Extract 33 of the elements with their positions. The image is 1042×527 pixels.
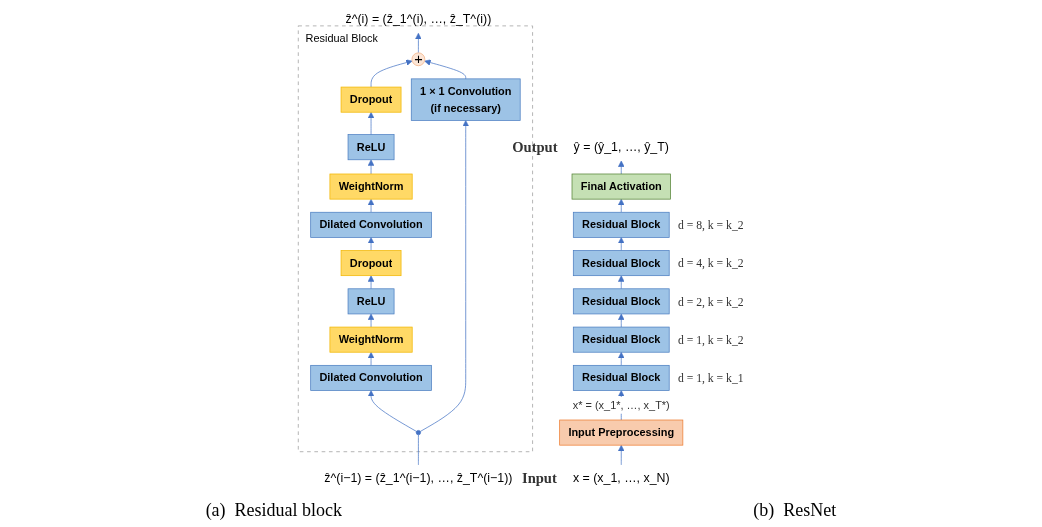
node-circle: + [411, 52, 426, 67]
node-box: Residual Block [572, 250, 670, 277]
node-box: 1 × 1 Convolution (if necessary) [410, 78, 521, 121]
node-box: Input Preprocessing [559, 419, 684, 446]
figure-caption: (a) Residual block [205, 500, 343, 521]
node-text: ẑ^(i) = (ẑ_1^(i), …, ẑ_T^(i)) [345, 12, 492, 27]
node-box: ReLU [347, 134, 395, 161]
node-box: WeightNorm [329, 173, 413, 200]
node-box: Dilated Convolution [310, 364, 432, 391]
edge-label: x* = (x_1*, …, x_T*) [572, 398, 670, 411]
figure-caption: (b) ResNet [753, 500, 837, 521]
parameter-text: d = 4, k = k_2 [677, 257, 744, 271]
node-box: Dropout [340, 250, 402, 277]
node-box: Dilated Convolution [310, 211, 432, 238]
section-label: Input [522, 469, 557, 486]
node-circle [415, 430, 421, 436]
node-box: Residual Block [572, 211, 670, 238]
parameter-text: d = 2, k = k_2 [677, 295, 744, 309]
parameter-text: d = 1, k = k_1 [677, 372, 744, 386]
node-box: Final Activation [571, 173, 671, 200]
node-box: WeightNorm [329, 326, 413, 353]
parameter-text: d = 1, k = k_2 [677, 334, 744, 347]
connector [418, 434, 419, 466]
parameter-text: d = 8, k = k_2 [677, 219, 744, 233]
node-box: Dropout [340, 86, 402, 113]
node-box: Residual Block [572, 364, 670, 391]
section-label: Output [512, 138, 558, 155]
node-box: ReLU [347, 288, 395, 315]
node-text: ẑ^(i−1) = (ẑ_1^(i−1), …, ẑ_T^(i−1)) [324, 471, 513, 486]
node-box: Residual Block [572, 288, 670, 315]
node-text: ŷ = (ŷ_1, …, ŷ_T) [573, 140, 669, 154]
node-box: Residual Block [572, 326, 670, 353]
node-text: x = (x_1, …, x_N) [572, 471, 670, 486]
